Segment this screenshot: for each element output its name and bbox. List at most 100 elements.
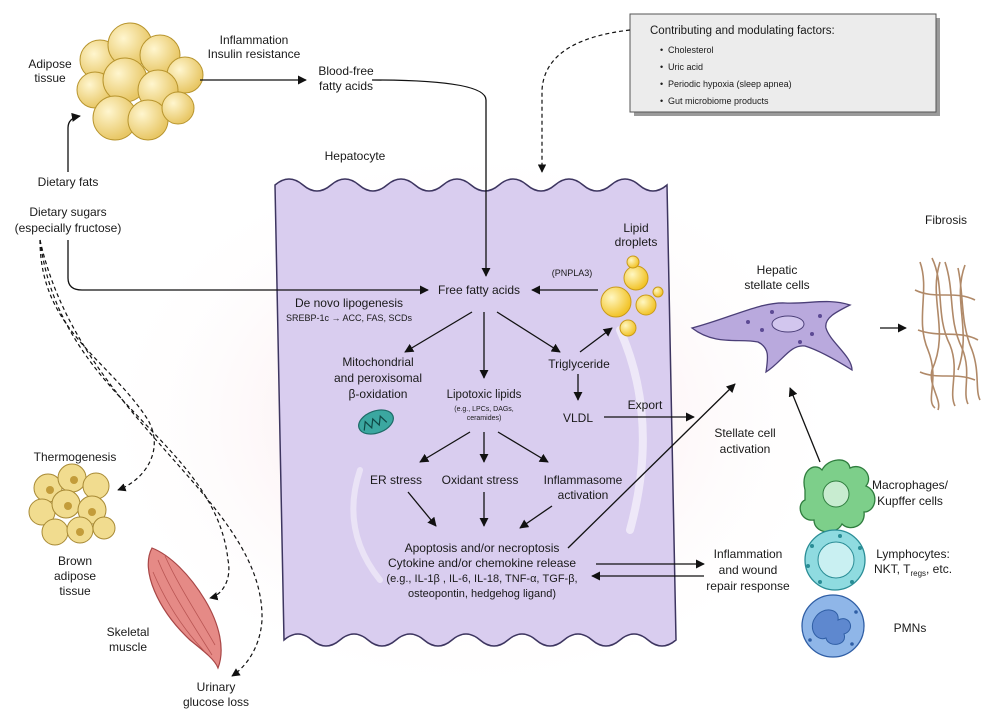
lipid-droplets-label-1: Lipid xyxy=(623,221,648,235)
factors-item-0: Cholesterol xyxy=(668,45,714,55)
urinary-label-2: glucose loss xyxy=(183,695,249,709)
macrophages-label-1: Macrophages/ xyxy=(872,478,949,492)
arrow-lipo-to-inflammasome xyxy=(497,431,549,463)
lymphocytes-sub-label: NKT, Tregs, etc. xyxy=(874,562,952,578)
cell-highlight-2 xyxy=(350,467,383,583)
mito-label-3: β-oxidation xyxy=(349,387,408,401)
lymph-nkt: NKT, T xyxy=(874,562,911,576)
hepatic-stellate-label-1: Hepatic xyxy=(757,263,798,277)
apoptosis-label-3: (e.g., IL-1β , IL-6, IL-18, TNF-α, TGF-β… xyxy=(386,573,577,585)
lipotoxic-label: Lipotoxic lipids xyxy=(447,389,522,401)
blood-ffa-label-1: Blood-free xyxy=(318,64,374,78)
factors-bullet-3: • xyxy=(660,96,663,106)
arrow-immune-to-stellate xyxy=(788,387,821,463)
de-novo-label: De novo lipogenesis xyxy=(295,296,403,310)
hepatocyte-cell xyxy=(274,178,677,647)
dashed-arrows xyxy=(39,29,631,677)
adipose-label-2: tissue xyxy=(34,71,66,85)
arrow-fats-to-adipose xyxy=(67,112,81,172)
skeletal-muscle-label-2: muscle xyxy=(109,640,147,654)
lymphocyte-icon xyxy=(804,529,866,591)
srebp-label: SREBP-1c → ACC, FAS, SCDs xyxy=(286,313,413,323)
factors-item-3: Gut microbiome products xyxy=(668,96,769,106)
lipotoxic-eg-2: ceramides) xyxy=(467,415,502,422)
mitochondrion-icon xyxy=(358,409,394,435)
brown-adipose-label-3: tissue xyxy=(59,584,91,598)
inflammasome-label-2: activation xyxy=(558,488,609,502)
arrow-ffa-to-mito xyxy=(404,311,473,353)
skeletal-muscle-label-1: Skeletal xyxy=(107,625,150,639)
arrow-tg-to-droplets xyxy=(579,327,613,353)
mito-label-2: and peroxisomal xyxy=(334,371,422,385)
lipid-droplets-icon xyxy=(600,255,664,337)
factors-bullet-1: • xyxy=(660,62,663,72)
inflammation-wound-label-1: Inflammation xyxy=(714,547,783,561)
arrow-factors-to-hepatocyte xyxy=(537,29,631,173)
arrow-sugars-to-brown-adipose xyxy=(39,239,155,492)
factors-item-2: Periodic hypoxia (sleep apnea) xyxy=(668,79,792,89)
apoptosis-label-4: osteopontin, hedgehog ligand) xyxy=(408,588,556,600)
arrows xyxy=(67,75,907,581)
lymph-etc: , etc. xyxy=(926,562,952,576)
pmn-icon xyxy=(801,594,865,658)
skeletal-muscle-icon xyxy=(147,547,222,670)
adipose-label-1: Adipose xyxy=(28,57,72,71)
factors-bullet-2: • xyxy=(660,79,663,89)
macrophages-label-2: Kupffer cells xyxy=(877,494,943,508)
apoptosis-label-1: Apoptosis and/or necroptosis xyxy=(405,541,560,555)
adipose-tissue-icon xyxy=(76,22,204,141)
pmns-label: PMNs xyxy=(894,621,927,635)
macrophage-icon xyxy=(799,459,876,533)
arrow-blood-to-ffa xyxy=(371,79,491,277)
stellate-activation-label-1: Stellate cell xyxy=(714,426,775,440)
dietary-sugars-label-1: Dietary sugars xyxy=(29,205,106,219)
lipid-droplets-label-2: droplets xyxy=(615,235,658,249)
free-fatty-acids-label: Free fatty acids xyxy=(438,283,520,297)
dietary-sugars-label-2: (especially fructose) xyxy=(15,221,122,235)
brown-adipose-icon xyxy=(28,463,116,546)
apoptosis-label-2: Cytokine and/or chemokine release xyxy=(388,556,576,570)
inflammation-wound-label-3: repair response xyxy=(706,579,790,593)
lymphocytes-label: Lymphocytes: xyxy=(876,547,950,561)
factors-box: Contributing and modulating factors: • C… xyxy=(629,13,940,116)
export-label: Export xyxy=(628,398,663,412)
brown-adipose-label-1: Brown xyxy=(58,554,92,568)
arrow-inflammasome-to-apoptosis xyxy=(519,505,553,529)
arrow-er-to-apoptosis xyxy=(407,491,437,527)
hepatic-stellate-cell-icon xyxy=(690,300,853,374)
mito-label-1: Mitochondrial xyxy=(342,355,413,369)
arrow-lipo-to-er xyxy=(419,431,471,463)
arrow-sugars-to-urinary xyxy=(39,239,263,677)
stellate-activation-label-2: activation xyxy=(720,442,771,456)
hepatic-stellate-label-2: stellate cells xyxy=(744,278,809,292)
inflammasome-label-1: Inflammasome xyxy=(544,473,623,487)
oxidant-stress-label: Oxidant stress xyxy=(442,473,519,487)
pnpla3-label: (PNPLA3) xyxy=(552,268,593,278)
er-stress-label: ER stress xyxy=(370,473,422,487)
dietary-fats-label: Dietary fats xyxy=(38,175,99,189)
cell-highlight xyxy=(616,326,647,534)
fibrosis-label: Fibrosis xyxy=(925,213,967,227)
factors-item-1: Uric acid xyxy=(668,62,703,72)
inflammation-wound-label-2: and wound xyxy=(719,563,778,577)
arrow-apoptosis-to-stellate xyxy=(567,383,736,549)
thermogenesis-label: Thermogenesis xyxy=(34,450,117,464)
urinary-label-1: Urinary xyxy=(197,680,236,694)
blood-ffa-label-2: fatty acids xyxy=(319,79,373,93)
lymph-regs: regs xyxy=(910,569,926,578)
insulin-resistance-label: Insulin resistance xyxy=(208,47,301,61)
inflammation-label: Inflammation xyxy=(220,33,289,47)
lipotoxic-eg-1: (e.g., LPCs, DAGs, xyxy=(454,406,514,413)
fibrosis-icon xyxy=(914,257,981,411)
hepatocyte-label: Hepatocyte xyxy=(325,149,386,163)
factors-bullet-0: • xyxy=(660,45,663,55)
arrow-sugars-to-ffa xyxy=(67,240,429,295)
arrow-ffa-to-triglyceride xyxy=(496,311,561,353)
triglyceride-label: Triglyceride xyxy=(548,357,610,371)
vldl-label: VLDL xyxy=(563,411,593,425)
factors-title: Contributing and modulating factors: xyxy=(650,25,835,37)
brown-adipose-label-2: adipose xyxy=(54,569,96,583)
arrow-sugars-to-muscle xyxy=(39,239,230,601)
